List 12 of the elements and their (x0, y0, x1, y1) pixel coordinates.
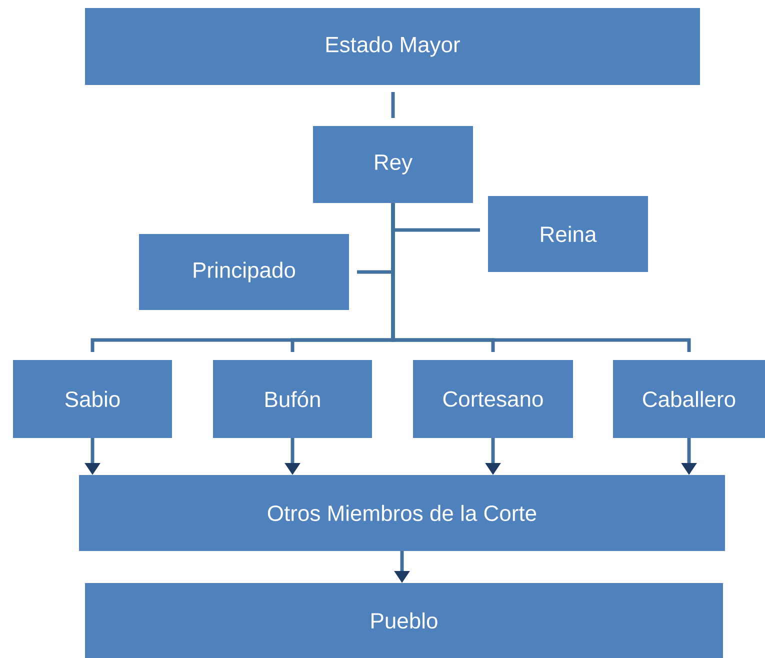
org-box: Caballero (613, 360, 765, 438)
org-box: Sabio (13, 360, 172, 438)
org-box: Principado (139, 234, 349, 310)
org-box: Otros Miembros de la Corte (79, 475, 725, 551)
org-box: Pueblo (85, 583, 723, 658)
connector (391, 92, 395, 118)
org-box: Estado Mayor (85, 8, 700, 85)
org-box: Reina (488, 196, 648, 272)
org-box: Bufón (213, 360, 372, 438)
org-box: Rey (313, 126, 473, 203)
org-box: Cortesano (413, 360, 573, 438)
connector (391, 203, 691, 352)
